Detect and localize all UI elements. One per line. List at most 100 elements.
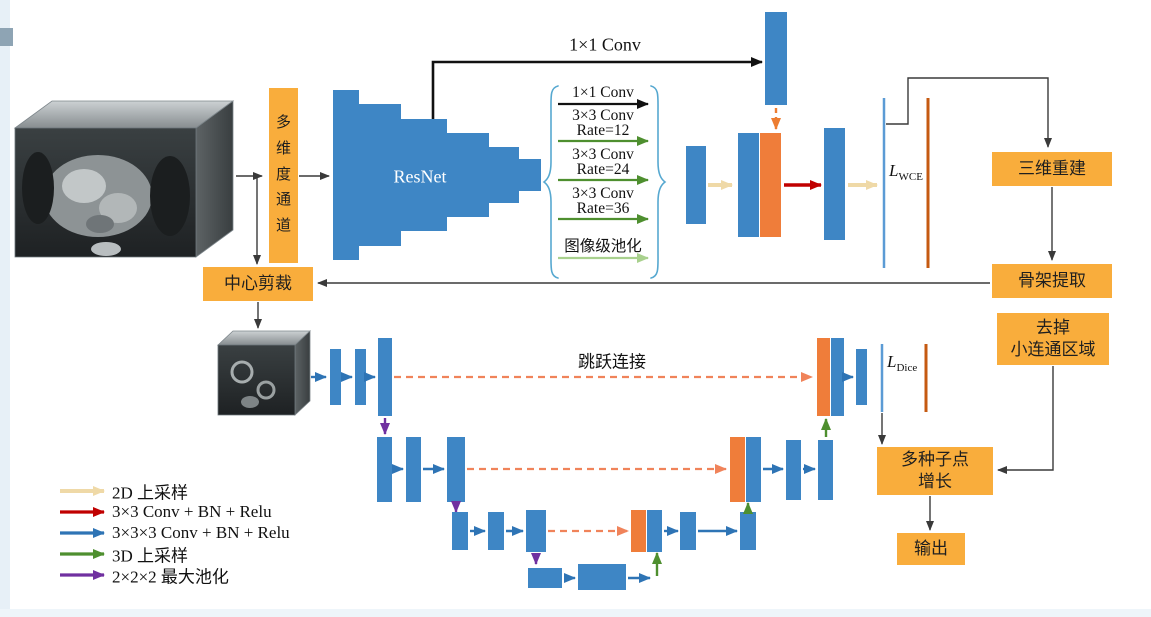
encoder-bar — [452, 512, 468, 550]
concat-bar-orange — [760, 133, 781, 237]
page-edge-square — [0, 28, 13, 46]
ct-vessel-ring — [256, 380, 276, 400]
input-ct-volume — [13, 100, 235, 258]
cube-top-face — [13, 100, 235, 129]
aspp-pool-label: 图像级池化 — [564, 238, 642, 255]
flow-connectors — [236, 77, 1056, 531]
conv1x1-branch-label: 1×1 Conv — [569, 34, 641, 55]
ct-chamber-blob — [99, 193, 137, 223]
skeleton-box: 骨架提取 — [992, 264, 1112, 298]
ct-lung-right — [150, 156, 190, 236]
decoder-bar — [786, 440, 801, 500]
center-crop-label: 中心剪裁 — [224, 273, 292, 293]
ct-lung-left — [22, 152, 54, 224]
legend-item-3d-upsample: 3D 上采样 — [112, 546, 189, 566]
aspp-right-brace — [650, 85, 667, 279]
wce-loss-symbol: L — [889, 160, 899, 180]
cropped-ct-volume — [216, 330, 312, 416]
remove-small-regions-box: 去掉 小连通区域 — [997, 313, 1109, 365]
page-edge-bottom — [0, 609, 1151, 617]
aspp-row4-conv-label: 3×3 Conv — [572, 185, 634, 202]
resnet-label: ResNet — [393, 166, 447, 187]
dice-loss-subscript: Dice — [896, 362, 918, 375]
decoder-bar — [856, 349, 867, 405]
resnet-step — [489, 147, 519, 203]
concat-bar-orange — [730, 437, 745, 502]
resnet-step — [333, 90, 359, 260]
ct-vessel-ring — [230, 360, 254, 384]
conv1x1-branch-arrow — [431, 57, 763, 119]
multi-channel-label: 多维度通道 — [275, 115, 291, 235]
aspp-arrows — [558, 99, 649, 263]
feature-bar — [738, 133, 759, 237]
seg2d-head — [686, 98, 930, 268]
encoder-bar — [526, 510, 546, 552]
decoder-bar — [680, 512, 696, 550]
output-box: 输出 — [897, 533, 965, 565]
skeleton-label: 骨架提取 — [1018, 270, 1086, 290]
recon3d-box: 三维重建 — [992, 152, 1112, 186]
encoder-bar — [377, 437, 392, 502]
multi-channel-box: 多维度通道 — [269, 88, 298, 263]
wce-loss-subscript: WCE — [898, 171, 923, 184]
ct-blob — [241, 396, 259, 408]
concat-bar-orange — [631, 510, 646, 552]
aspp-row3-conv-label: 3×3 Conv — [572, 146, 634, 163]
remove-small-regions-label-line2: 小连通区域 — [1010, 340, 1096, 359]
cube-top-face — [216, 330, 312, 346]
cube-side-face — [195, 100, 234, 258]
resnet-step — [401, 119, 447, 231]
aspp-row2-conv-label: 3×3 Conv — [572, 107, 634, 124]
bottleneck-bar — [578, 564, 626, 590]
encoder-bar — [406, 437, 421, 502]
feature-bar — [824, 128, 845, 240]
skip-connection-label: 跳跃连接 — [578, 352, 646, 372]
wce-loss-label: LWCE — [889, 161, 923, 183]
encoder-bar — [330, 349, 341, 405]
concat-bar-orange — [817, 338, 830, 416]
decoder-bar — [818, 440, 833, 500]
recon3d-label: 三维重建 — [1018, 158, 1086, 178]
seed-growing-label-line2: 增长 — [918, 472, 952, 491]
decoder-bar — [831, 338, 844, 416]
decoder-bar — [740, 512, 756, 550]
legend-item-2d-upsample: 2D 上采样 — [112, 483, 189, 503]
seed-growing-box: 多种子点 增长 — [877, 447, 993, 495]
resnet-step — [447, 133, 489, 217]
aspp-row3-rate-label: Rate=24 — [576, 161, 630, 178]
ct-vessel-blob — [86, 215, 114, 233]
aspp-row4-rate-label: Rate=36 — [576, 200, 630, 217]
conv1x1-feature-bar — [765, 12, 787, 105]
aspp-row2-rate-label: Rate=12 — [576, 122, 630, 139]
flow-arrow-remove-to-seed — [997, 366, 1054, 474]
aspp-left-brace — [542, 85, 559, 279]
dice-loss-symbol: L — [887, 351, 897, 371]
flow-arrow-wce-to-recon3d — [886, 77, 1052, 148]
remove-small-regions-label-line1: 去掉 — [1036, 317, 1070, 337]
decoder-bar — [647, 510, 662, 552]
encoder-bar — [378, 338, 392, 416]
resnet-block — [333, 90, 541, 260]
output-label: 输出 — [914, 538, 948, 558]
aspp-row1-label: 1×1 Conv — [572, 84, 634, 101]
resnet-step — [519, 159, 541, 191]
encoder-bar — [488, 512, 504, 550]
dice-loss-label: LDice — [887, 352, 917, 374]
encoder-bar — [447, 437, 465, 502]
legend-item-conv-bn-relu: 3×3 Conv + BN + Relu — [112, 502, 272, 521]
bottleneck-bar — [528, 568, 562, 588]
cube-side-face — [294, 330, 311, 416]
decoder-bar — [746, 437, 761, 502]
center-crop-box: 中心剪裁 — [203, 267, 313, 301]
legend-item-conv3d-bn-relu: 3×3×3 Conv + BN + Relu — [112, 523, 290, 542]
legend-arrows — [60, 486, 105, 580]
ct-chamber-blob — [62, 169, 106, 203]
resnet-step — [359, 104, 401, 246]
ct-spine-blob — [91, 242, 121, 256]
aspp-braces — [542, 85, 667, 279]
unet3d — [311, 338, 928, 590]
legend-item-maxpool: 2×2×2 最大池化 — [112, 567, 229, 587]
feature-bar — [686, 146, 706, 224]
seed-growing-label-line1: 多种子点 — [901, 449, 969, 469]
